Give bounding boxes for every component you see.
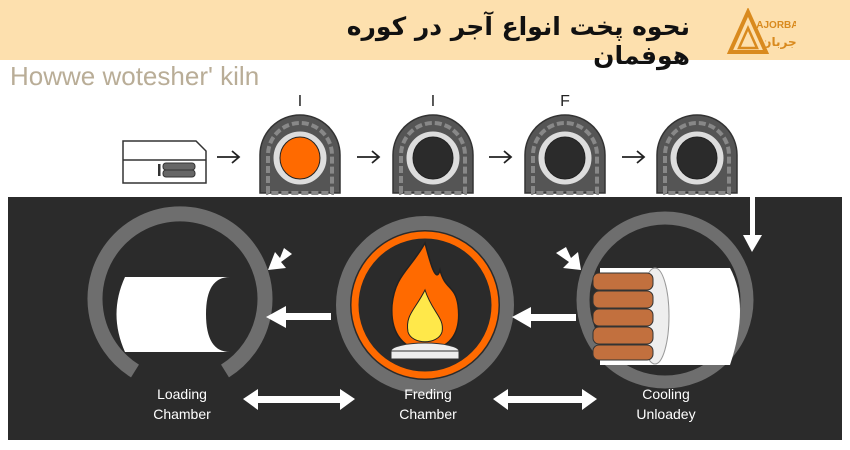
arrow-right-icon <box>489 150 513 164</box>
chamber-label-line2: Chamber <box>153 406 211 422</box>
kiln-icon <box>656 114 738 195</box>
arrow-right-icon <box>622 150 646 164</box>
stage-label: I <box>431 93 435 110</box>
double-arrow-icon <box>243 389 355 410</box>
ajorban-logo: AJORBAN آجربان <box>726 8 796 54</box>
clay-block-icon <box>122 140 207 184</box>
chamber-label-line1: Loading <box>157 386 207 402</box>
stage-label: F <box>560 93 570 110</box>
chamber-label-line2: Unloadey <box>636 406 695 422</box>
page-title: نحوه پخت انواع آجر در کوره هوفمان <box>346 12 690 70</box>
bricks-stack-icon <box>592 272 654 361</box>
chamber-label-line1: Cooling <box>642 386 689 402</box>
svg-text:AJORBAN: AJORBAN <box>756 20 796 31</box>
chamber-label-line2: Chamber <box>399 406 457 422</box>
arrow-left-icon <box>266 306 331 328</box>
chamber-label-line1: Freding <box>404 386 451 402</box>
arrow-down-icon <box>743 195 762 252</box>
svg-text:آجربان: آجربان <box>761 34 796 49</box>
arrow-right-icon <box>357 150 381 164</box>
header-banner <box>0 0 850 60</box>
arrow-diagonal-icon <box>268 248 292 270</box>
cooling-chamber-icon <box>576 211 754 389</box>
kiln-icon <box>392 114 474 195</box>
firing-chamber-icon <box>336 216 514 394</box>
arrow-diagonal-icon <box>556 247 581 270</box>
watermark-text: Howwe wotesher' kiln <box>10 61 260 91</box>
loading-chamber-icon <box>87 206 273 378</box>
kiln-icon <box>259 114 341 195</box>
arrow-left-icon <box>512 307 576 328</box>
double-arrow-icon <box>493 389 597 410</box>
kiln-process-diagram: I I F <box>8 93 842 440</box>
arrow-right-icon <box>217 150 241 164</box>
kiln-icon <box>524 114 606 195</box>
stage-label: I <box>298 93 302 110</box>
